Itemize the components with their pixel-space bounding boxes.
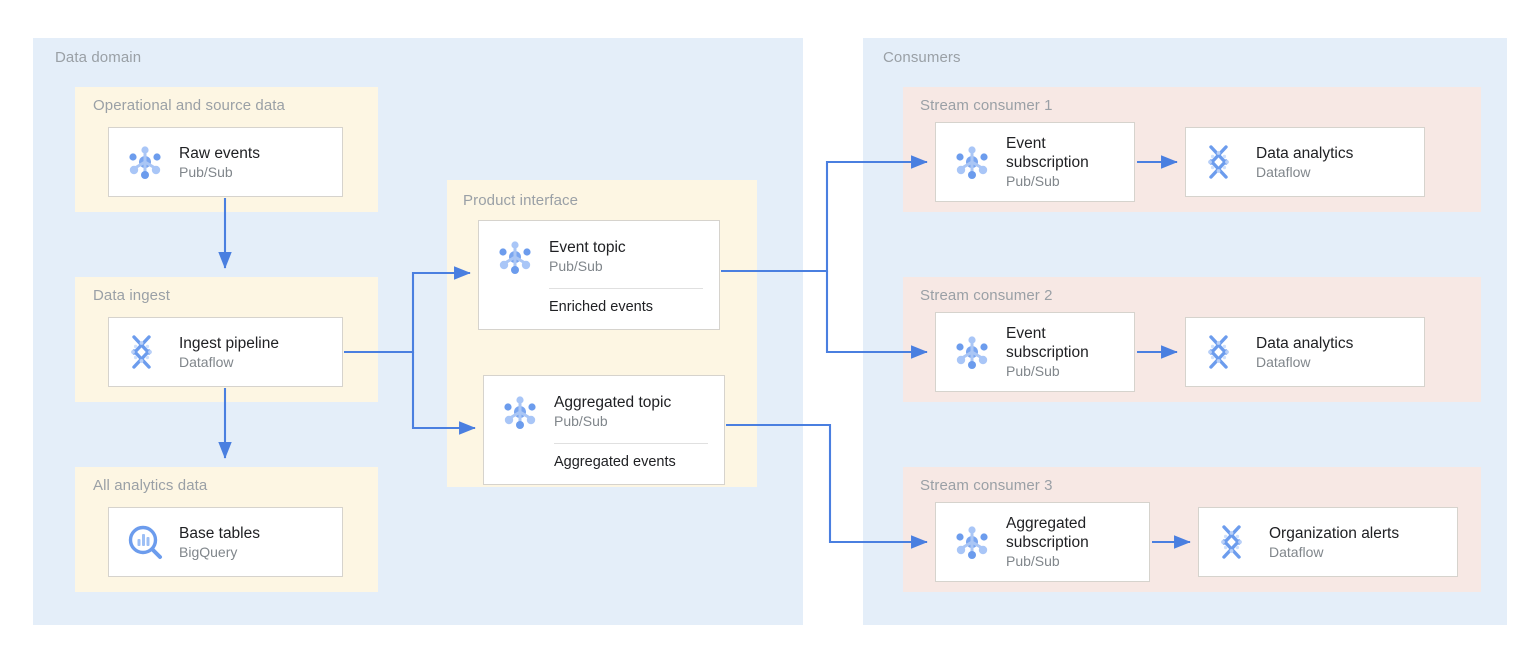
card-title: Aggregated subscription xyxy=(1006,515,1089,551)
card-aggregated-topic[interactable]: Aggregated topic Pub/Sub Aggregated even… xyxy=(483,375,725,485)
card-data-analytics-1[interactable]: Data analytics Dataflow xyxy=(1185,127,1425,197)
card-data-analytics-2[interactable]: Data analytics Dataflow xyxy=(1185,317,1425,387)
card-title: Event subscription xyxy=(1006,325,1089,361)
card-title: Ingest pipeline xyxy=(179,334,279,352)
card-subtitle: Pub/Sub xyxy=(554,413,608,429)
panel-data-domain-label: Data domain xyxy=(55,49,142,66)
card-footer: Enriched events xyxy=(549,298,653,315)
pubsub-icon xyxy=(123,140,167,184)
dataflow-icon xyxy=(1213,520,1257,564)
card-title: Base tables xyxy=(179,524,260,542)
card-subtitle: Dataflow xyxy=(1256,353,1311,370)
card-title: Data analytics xyxy=(1256,334,1354,352)
pubsub-icon xyxy=(498,390,542,434)
card-footer: Aggregated events xyxy=(554,453,676,470)
card-title: Organization alerts xyxy=(1269,524,1400,542)
pubsub-icon xyxy=(493,235,537,279)
group-stream-consumer-2-label: Stream consumer 2 xyxy=(920,287,1053,304)
card-subtitle: Pub/Sub xyxy=(179,163,233,180)
pubsub-icon xyxy=(950,140,994,184)
card-divider xyxy=(554,442,708,444)
card-subtitle: Dataflow xyxy=(1269,543,1324,560)
pubsub-icon xyxy=(950,330,994,374)
card-subtitle: Pub/Sub xyxy=(549,258,603,274)
group-operational-source-data-label: Operational and source data xyxy=(93,97,285,114)
card-event-subscription-1[interactable]: Event subscription Pub/Sub xyxy=(935,122,1135,202)
card-subtitle: Pub/Sub xyxy=(1006,553,1060,569)
bigquery-icon xyxy=(123,520,167,564)
panel-consumers-label: Consumers xyxy=(883,49,961,66)
group-all-analytics-data-label: All analytics data xyxy=(93,477,208,494)
card-ingest-pipeline[interactable]: Ingest pipeline Dataflow xyxy=(108,317,343,387)
card-event-subscription-2[interactable]: Event subscription Pub/Sub xyxy=(935,312,1135,392)
pubsub-icon xyxy=(950,520,994,564)
card-aggregated-subscription-3[interactable]: Aggregated subscription Pub/Sub xyxy=(935,502,1150,582)
card-title: Event topic xyxy=(549,239,626,256)
group-stream-consumer-1-label: Stream consumer 1 xyxy=(920,97,1053,114)
card-title: Aggregated topic xyxy=(554,394,672,411)
card-subtitle: Pub/Sub xyxy=(1006,173,1060,189)
card-title: Data analytics xyxy=(1256,144,1354,162)
card-title: Raw events xyxy=(179,144,260,162)
card-event-topic[interactable]: Event topic Pub/Sub Enriched events xyxy=(478,220,720,330)
card-subtitle: Dataflow xyxy=(1256,163,1311,180)
group-product-interface-label: Product interface xyxy=(463,192,579,209)
card-subtitle: Dataflow xyxy=(179,353,234,370)
card-divider xyxy=(549,287,703,289)
card-raw-events[interactable]: Raw events Pub/Sub xyxy=(108,127,343,197)
dataflow-icon xyxy=(123,330,167,374)
card-subtitle: BigQuery xyxy=(179,543,238,560)
card-base-tables[interactable]: Base tables BigQuery xyxy=(108,507,343,577)
group-data-ingest-label: Data ingest xyxy=(93,287,170,304)
group-stream-consumer-3-label: Stream consumer 3 xyxy=(920,477,1053,494)
dataflow-icon xyxy=(1200,330,1244,374)
card-title: Event subscription xyxy=(1006,135,1089,171)
dataflow-icon xyxy=(1200,140,1244,184)
card-organization-alerts-3[interactable]: Organization alerts Dataflow xyxy=(1198,507,1458,577)
card-subtitle: Pub/Sub xyxy=(1006,363,1060,379)
